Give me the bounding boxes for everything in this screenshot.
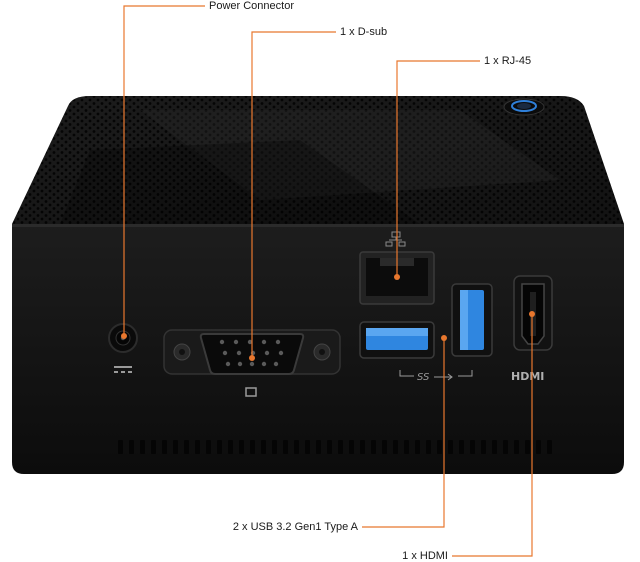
vent-slot — [382, 440, 387, 454]
usb-superspeed-logo: SS — [417, 372, 430, 383]
vent-slot — [492, 440, 497, 454]
vent-slot — [404, 440, 409, 454]
vent-slot — [129, 440, 134, 454]
leader-line-hdmi — [452, 314, 533, 557]
vent-slot — [140, 440, 145, 454]
vent-slot — [470, 440, 475, 454]
dc-symbol-icon — [114, 366, 132, 373]
vent-slot — [250, 440, 255, 454]
vent-slot — [426, 440, 431, 454]
vent-slot — [393, 440, 398, 454]
usb-port-horizontal — [359, 321, 435, 359]
monitor-icon — [245, 387, 257, 397]
network-icon — [385, 231, 406, 247]
dsub-pin — [278, 350, 284, 356]
vent-slots — [118, 440, 552, 454]
vent-slot — [228, 440, 233, 454]
usb-logo-bracket: SS — [399, 370, 473, 383]
vent-slot — [415, 440, 420, 454]
vent-slot — [206, 440, 211, 454]
dsub-pins — [219, 339, 284, 367]
dsub-pin — [249, 361, 255, 367]
leader-line-power — [123, 5, 205, 336]
vent-slot — [360, 440, 365, 454]
vent-slot — [162, 440, 167, 454]
vent-slot — [151, 440, 156, 454]
leader-lines — [121, 5, 535, 557]
vent-slot — [294, 440, 299, 454]
vent-slot — [217, 440, 222, 454]
dsub-pin — [261, 339, 267, 345]
leader-dot-dsub — [249, 355, 255, 361]
vent-slot — [481, 440, 486, 454]
leader-dot-usb — [441, 335, 447, 341]
vent-slot — [184, 440, 189, 454]
dsub-pin — [236, 350, 242, 356]
vent-slot — [327, 440, 332, 454]
power-button — [503, 98, 545, 116]
leader-dot-hdmi — [529, 311, 535, 317]
vent-slot — [239, 440, 244, 454]
vent-slot — [536, 440, 541, 454]
callout-dsub: 1 x D-sub — [340, 26, 388, 38]
usb-port-vertical — [451, 283, 493, 357]
vent-slot — [547, 440, 552, 454]
vent-slot — [338, 440, 343, 454]
dsub-pin — [222, 350, 228, 356]
vent-slot — [316, 440, 321, 454]
dsub-pin — [233, 339, 239, 345]
leader-line-rj45 — [396, 60, 480, 277]
vent-slot — [349, 440, 354, 454]
leader-dot-power — [121, 333, 127, 339]
vent-slot — [514, 440, 519, 454]
vent-slot — [437, 440, 442, 454]
vent-slot — [261, 440, 266, 454]
dsub-pin — [237, 361, 243, 367]
callout-hdmi: 1 x HDMI — [402, 550, 448, 562]
vent-slot — [371, 440, 376, 454]
dsub-pin — [264, 350, 270, 356]
vent-slot — [503, 440, 508, 454]
vent-slot — [173, 440, 178, 454]
leader-line-dsub — [251, 31, 336, 358]
dsub-pin — [261, 361, 267, 367]
callout-power-connector: Power Connector — [209, 0, 294, 12]
callout-usb: 2 x USB 3.2 Gen1 Type A — [232, 521, 358, 533]
dsub-pin — [225, 361, 231, 367]
dsub-pin — [273, 361, 279, 367]
vent-slot — [448, 440, 453, 454]
vent-slot — [305, 440, 310, 454]
vent-slot — [118, 440, 123, 454]
chassis-top — [12, 96, 624, 224]
vent-slot — [272, 440, 277, 454]
leader-line-usb — [362, 338, 445, 528]
dsub-pin — [275, 339, 281, 345]
callout-rj45: 1 x RJ-45 — [484, 55, 532, 67]
vent-slot — [525, 440, 530, 454]
dsub-pin — [219, 339, 225, 345]
leader-dot-rj45 — [394, 274, 400, 280]
hdmi-logo: HDMI — [511, 370, 544, 383]
vent-slot — [459, 440, 464, 454]
dsub-pin — [247, 339, 253, 345]
vent-slot — [283, 440, 288, 454]
vent-slot — [195, 440, 200, 454]
